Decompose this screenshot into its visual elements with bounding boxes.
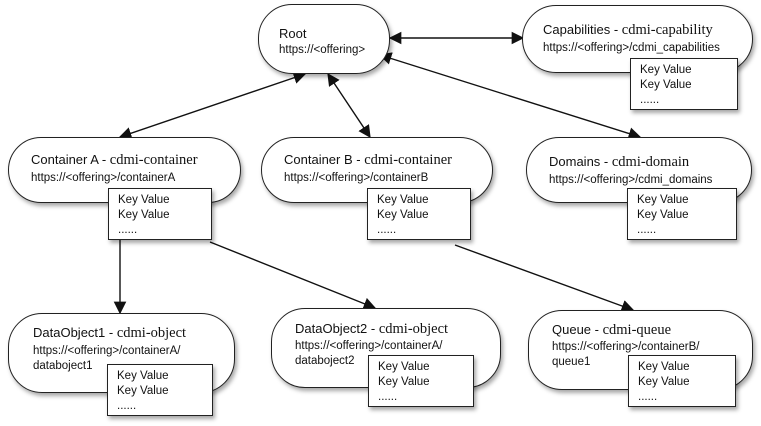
root-url: https://<offering> [279, 44, 366, 56]
container-a-url: https://<offering>/containerA [31, 172, 176, 184]
dataobject2-url: https://<offering>/containerA/ [295, 340, 443, 352]
container-b-title: Container B - cdmi-container [284, 152, 452, 168]
domains-title: Domains - cdmi-domain [549, 154, 690, 170]
queue-title: Queue - cdmi-queue [552, 322, 672, 338]
dataobject1-title: DataObject1 - cdmi-object [33, 325, 187, 341]
container-a-metadata-box: Key Value Key Value ...... [108, 188, 212, 240]
capabilities-metadata-box: Key Value Key Value ...... [630, 58, 738, 110]
edge-root-container-b [327, 72, 371, 139]
edge-root-domains [378, 52, 642, 140]
domains-url: https://<offering>/cdmi_domains [549, 174, 713, 186]
queue-url: https://<offering>/containerB/ [552, 341, 700, 353]
dataobject1-url-line2: databoject1 [33, 360, 93, 372]
edge-container-b-queue [454, 244, 635, 313]
capabilities-url: https://<offering>/cdmi_capabilities [543, 42, 720, 54]
root-node: Root https://<offering> [258, 4, 390, 74]
dataobject1-metadata-box: Key Value Key Value ...... [107, 364, 213, 416]
container-b-metadata-box: Key Value Key Value ...... [367, 188, 471, 240]
dataobject2-title: DataObject2 - cdmi-object [295, 321, 449, 337]
root-title: Root [279, 26, 307, 41]
dataobject2-metadata-box: Key Value Key Value ...... [368, 355, 474, 407]
queue-metadata-box: Key Value Key Value ...... [628, 355, 736, 407]
dataobject2-url-line2: databoject2 [295, 355, 355, 367]
capabilities-title: Capabilities - cdmi-capability [543, 22, 713, 38]
dataobject1-url: https://<offering>/containerA/ [33, 345, 181, 357]
edge-root-container-a [118, 71, 307, 140]
container-b-url: https://<offering>/containerB [284, 172, 429, 184]
domains-metadata-box: Key Value Key Value ...... [627, 188, 737, 240]
queue-url-line2: queue1 [552, 356, 591, 368]
edge-container-a-dataobject2 [209, 241, 377, 310]
container-a-title: Container A - cdmi-container [31, 152, 198, 168]
